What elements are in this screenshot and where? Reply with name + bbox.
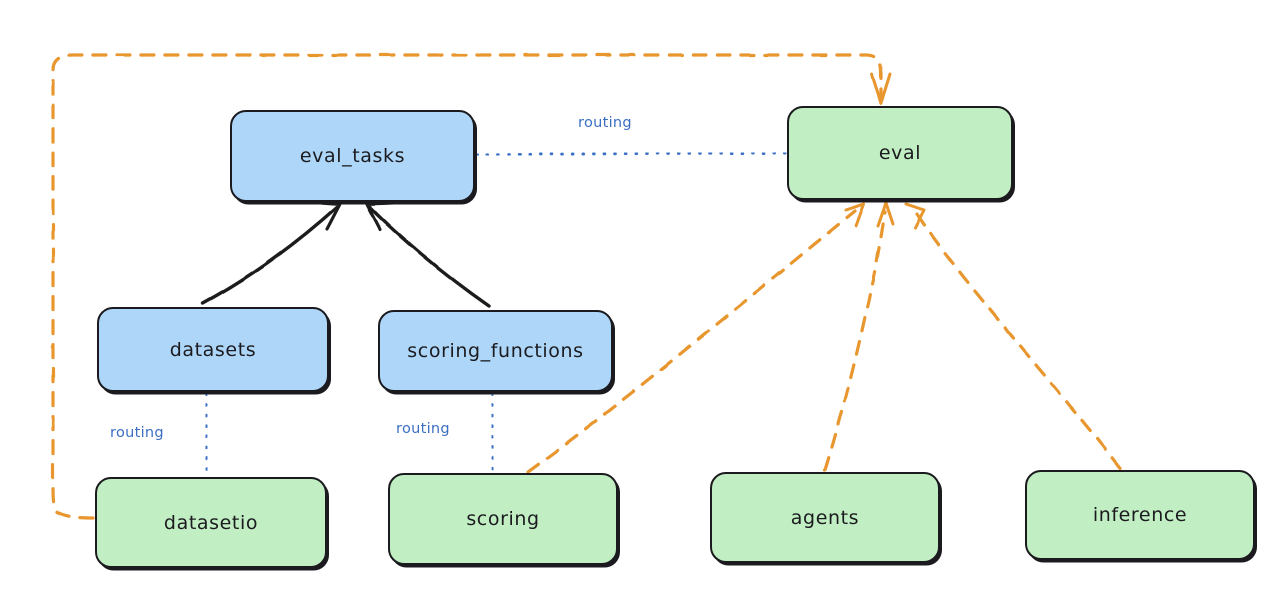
- node-label-scoring: scoring: [466, 508, 540, 530]
- edge-label-routing-eval-tasks: routing: [578, 115, 632, 131]
- node-eval-tasks[interactable]: eval_tasks: [230, 110, 475, 202]
- node-label-datasets: datasets: [169, 338, 257, 361]
- node-scoring-functions[interactable]: scoring_functions: [378, 310, 613, 392]
- edge-eval_tasks-eval: [475, 151, 787, 157]
- node-datasets[interactable]: datasets: [97, 307, 329, 392]
- edge-agents-eval: [823, 201, 895, 472]
- node-label-datasetio: datasetio: [163, 511, 259, 534]
- node-label-inference: inference: [1092, 504, 1188, 526]
- edge-label-routing-datasets: routing: [110, 425, 164, 441]
- node-label-eval: eval: [878, 142, 922, 164]
- edge-label-routing-scoring-functions: routing: [396, 421, 450, 437]
- edge-scoring_functions-scoring: [490, 392, 495, 473]
- node-scoring[interactable]: scoring: [388, 473, 618, 565]
- node-eval[interactable]: eval: [787, 106, 1013, 200]
- edge-datasets-eval_tasks: [201, 200, 342, 305]
- edge-scoring_functions-eval_tasks: [365, 201, 491, 308]
- node-label-agents: agents: [790, 506, 860, 529]
- edge-datasets-datasetio: [204, 392, 209, 476]
- node-datasetio[interactable]: datasetio: [95, 477, 327, 568]
- node-inference[interactable]: inference: [1025, 470, 1255, 560]
- node-agents[interactable]: agents: [710, 472, 940, 563]
- node-label-eval-tasks: eval_tasks: [299, 145, 406, 167]
- node-label-scoring-functions: scoring_functions: [407, 340, 584, 362]
- edge-inference-eval: [904, 202, 1122, 470]
